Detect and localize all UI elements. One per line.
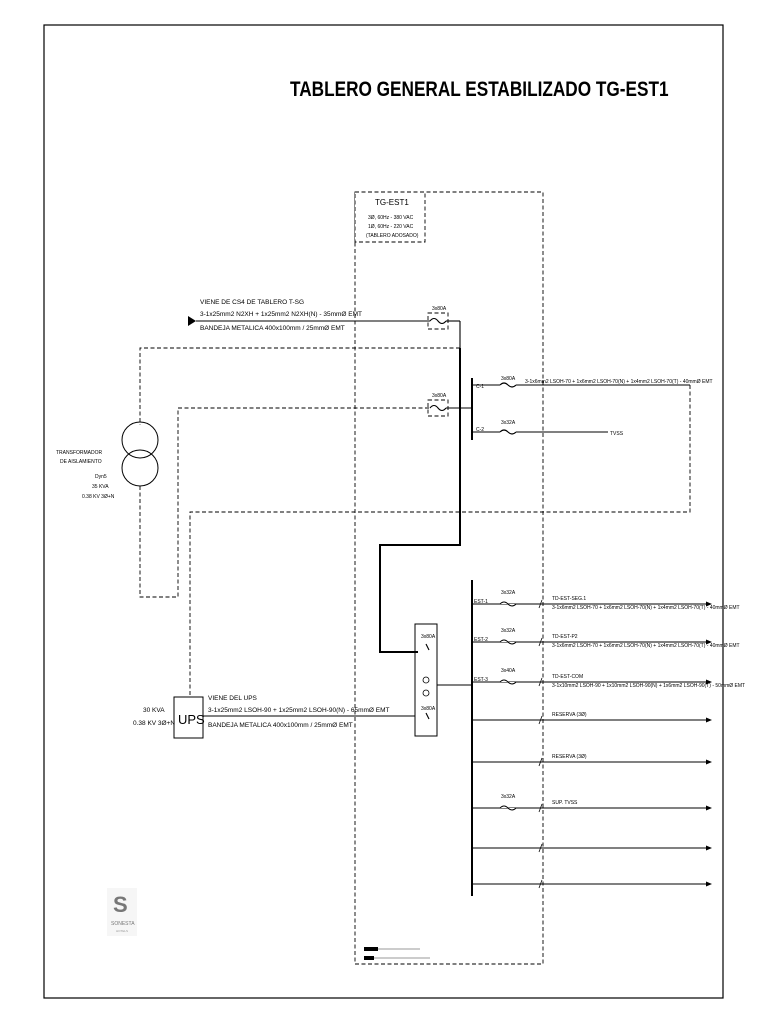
ups-voltage: 0.38 KV 3Ø+N (133, 720, 175, 727)
transformer-line2: DE AISLAMIENTO (60, 459, 102, 465)
circuit-destination-3: TD-EST-COM (552, 674, 583, 680)
circuit-id-1: EST-1 (474, 599, 488, 605)
transfer-breaker-top: 3x80A (421, 634, 436, 640)
bypass-feed (379, 348, 461, 653)
sheet-border (43, 24, 724, 999)
circuit-id-3: EST-3 (474, 677, 488, 683)
transformer-line3: Dyn5 (95, 474, 107, 480)
circuit-c2-id: C-2 (476, 427, 484, 433)
transformer-line1: TRANSFORMADOR (56, 450, 103, 456)
circuit-arrow-icon-5 (706, 759, 712, 765)
tsg-breaker-icon (429, 317, 447, 325)
transformer-secondary-coil-icon (121, 449, 159, 487)
circuit-tick-2 (538, 637, 543, 647)
feeder-arrow-icon (188, 316, 196, 326)
circuit-breaker-icon-6 (499, 805, 517, 811)
transformer-primary-coil-icon (121, 421, 159, 459)
logo-name: SONESTA (111, 921, 135, 927)
ups-line3: BANDEJA METALICA 400x100mm / 25mmØ EMT (208, 722, 353, 729)
panel-name: TG-EST1 (375, 198, 409, 207)
circuit-tick-7 (538, 843, 543, 853)
tsg-breaker-rating: 3x80A (432, 306, 447, 312)
diagram-title: TABLERO GENERAL ESTABILIZADO TG-EST1 (290, 79, 669, 102)
circuit-c1-desc: 3-1x6mm2 LSOH-70 + 1x6mm2 LSOH-70(N) + 1… (525, 379, 713, 385)
circuit-arrow-icon-2 (706, 639, 712, 645)
panel-spec-1: 3Ø, 60Hz - 380 VAC (368, 215, 414, 221)
transformer-line4: 35 KVA (92, 484, 109, 490)
ups-line2: 3-1x25mm2 LSOH-90 + 1x25mm2 LSOH-90(N) -… (208, 707, 390, 714)
ups-box (173, 696, 204, 739)
feeder-tsg-line1: VIENE DE CS4 DE TABLERO T-SG (200, 299, 304, 306)
logo-sub: HOTELS (116, 929, 128, 933)
ups-rating: 30 KVA (143, 707, 165, 714)
circuit-tick-4 (538, 715, 543, 725)
circuit-cable-desc-1: 3-1x6mm2 LSOH-70 + 1x6mm2 LSOH-70(N) + 1… (552, 605, 740, 611)
circuit-c2-desc: TVSS (610, 431, 624, 437)
logo-letter: S (113, 892, 128, 917)
circuit-breaker-rating-3: 3x40A (501, 668, 516, 674)
circuit-c2-breaker: 3x32A (501, 420, 516, 426)
circuit-tick-8 (538, 879, 543, 889)
circuit-arrow-icon-3 (706, 679, 712, 685)
sonesta-logo: S SONESTA HOTELS (107, 888, 137, 936)
circuit-breaker-rating-2: 3x32A (501, 628, 516, 634)
feeder-tsg-line2: 3-1x25mm2 N2XH + 1x25mm2 N2XH(N) - 35mmØ… (200, 311, 362, 318)
stabilized-return-cable (189, 385, 691, 697)
ups-line1: VIENE DEL UPS (208, 695, 258, 702)
transfer-switch (414, 623, 438, 737)
transfer-breaker-bot: 3x80A (421, 706, 436, 712)
circuit-destination-1: TD-EST-SEG.1 (552, 596, 586, 602)
circuit-c1-breaker: 3x80A (501, 376, 516, 382)
circuit-destination-4: RESERVA (3Ø) (552, 712, 587, 718)
circuit-breaker-icon-3 (499, 679, 517, 685)
circuit-tick-3 (538, 677, 543, 687)
transformer-line5: 0.38 KV 3Ø+N (82, 494, 115, 500)
circuit-tick-5 (538, 757, 543, 767)
ups-label: UPS (178, 712, 205, 727)
circuit-arrow-icon-4 (706, 717, 712, 723)
circuit-breaker-icon-2 (499, 639, 517, 645)
circuit-id-2: EST-2 (474, 637, 488, 643)
transformer-secondary-cable (139, 407, 430, 598)
circuit-c1-id: C-1 (476, 384, 484, 390)
circuit-cable-desc-3: 3-1x10mm2 LSOH-90 + 1x10mm2 LSOH-90(N) +… (552, 683, 745, 689)
circuit-tick-6 (538, 803, 543, 813)
panel-spec-3: (TABLERO ADOSADO) (366, 233, 419, 239)
feeder-tsg-line3: BANDEJA METALICA 400x100mm / 25mmØ EMT (200, 325, 345, 332)
transformer-primary-cable (139, 347, 460, 425)
circuit-breaker-rating-6: 3x32A (501, 794, 516, 800)
circuit-destination-2: TD-EST-P2 (552, 634, 578, 640)
c2-breaker-icon (499, 429, 517, 435)
circuit-tick-1 (538, 599, 543, 609)
trafo-breaker-icon (429, 404, 447, 412)
panel-label-box (354, 191, 426, 243)
circuit-breaker-rating-1: 3x32A (501, 590, 516, 596)
panel-spec-2: 1Ø, 60Hz - 220 VAC (368, 224, 414, 230)
circuit-cable-desc-2: 3-1x6mm2 LSOH-70 + 1x6mm2 LSOH-70(N) + 1… (552, 643, 740, 649)
circuit-arrow-icon-1 (706, 601, 712, 607)
circuit-destination-6: SUP. TVSS (552, 800, 578, 806)
circuit-arrow-icon-8 (706, 881, 712, 887)
circuit-breaker-icon-1 (499, 601, 517, 607)
transfer-contact-icon (422, 676, 430, 684)
circuit-destination-5: RESERVA (3Ø) (552, 754, 587, 760)
c1-breaker-icon (499, 382, 517, 388)
circuit-arrow-icon-6 (706, 805, 712, 811)
circuit-arrow-icon-7 (706, 845, 712, 851)
panel-enclosure (354, 191, 544, 965)
trafo-breaker-rating: 3x80A (432, 393, 447, 399)
